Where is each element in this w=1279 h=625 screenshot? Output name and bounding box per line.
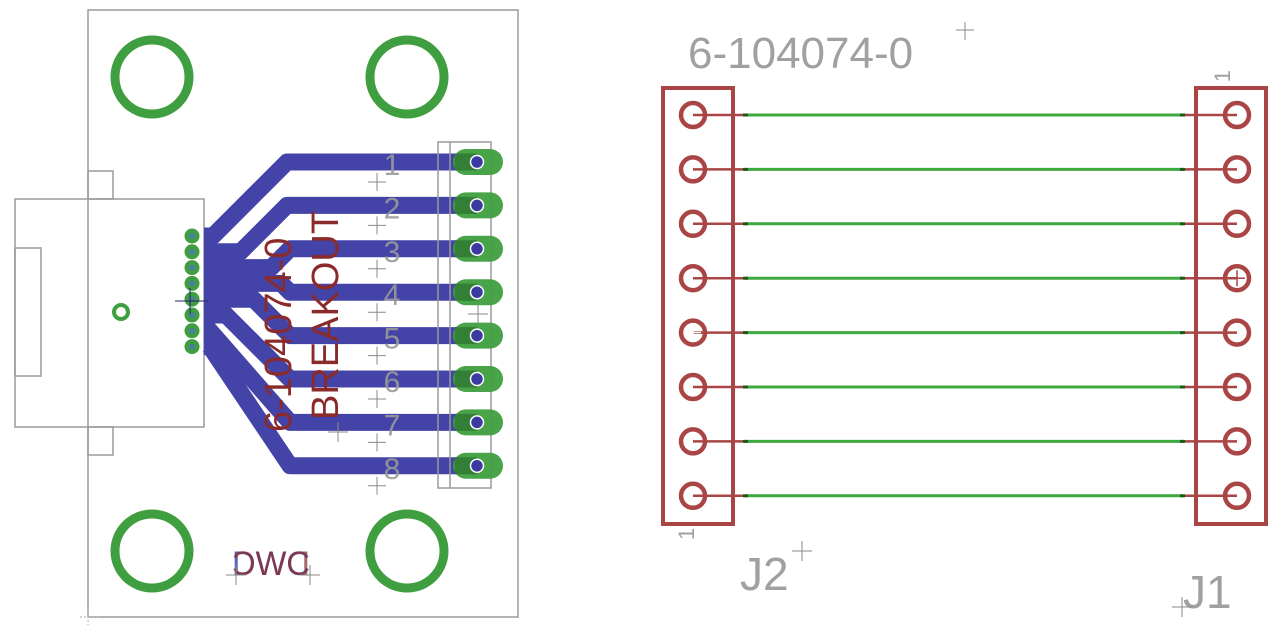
smd-pad-center: [189, 233, 195, 239]
j1-label-origin-cross: [1172, 597, 1192, 617]
j1-pin[interactable]: [1222, 263, 1252, 293]
board-outline: [87, 9, 519, 618]
logo-origin-marks: [226, 565, 320, 585]
header-drill: [469, 371, 485, 387]
j1-reference-label: J1: [1183, 566, 1232, 618]
header-pin-label: 3: [384, 236, 401, 269]
trace-group: [201, 153, 477, 475]
logo-top-layer: DWC: [232, 545, 310, 583]
connector-origin-cross: [175, 288, 208, 314]
mounting-hole-top-right[interactable]: [365, 35, 449, 119]
header-pin-label: 8: [384, 453, 401, 486]
pcb-trace[interactable]: [204, 153, 477, 245]
header-pin-label: 7: [384, 409, 401, 442]
j1-pin[interactable]: [1222, 209, 1252, 239]
header-pin-label: 4: [384, 279, 401, 312]
j1-pin[interactable]: [1222, 318, 1252, 347]
smd-pad-center: [189, 248, 195, 255]
schematic-net-row: [678, 155, 1252, 184]
j1-pin1-marker: 1: [1210, 70, 1235, 82]
header-drill: [469, 328, 485, 343]
part-value-origin-cross: [956, 22, 974, 40]
j2-pin1-marker: 1: [674, 528, 699, 540]
usb-connector-tab-bottom: [87, 426, 114, 456]
schematic-net-row: [678, 209, 1252, 239]
title-origin-cross: [328, 422, 348, 442]
pcb-trace[interactable]: [204, 306, 477, 388]
usb-connector-opening: [14, 247, 42, 377]
schematic-net-group: [678, 100, 1252, 511]
schematic-net-row: [678, 100, 1252, 130]
header-drill: [469, 415, 485, 430]
j1-pin[interactable]: [1222, 481, 1252, 511]
board-subtitle-silkscreen: BREAKOUT: [305, 211, 347, 420]
j2-symbol-body[interactable]: [661, 86, 735, 526]
header-pin-label: 6: [384, 366, 401, 399]
schematic-net-row: [678, 372, 1252, 402]
smd-pad-group: [184, 228, 200, 355]
header-drill: [469, 154, 485, 170]
header-pin-label: 5: [384, 323, 401, 356]
connector-peg-hole[interactable]: [112, 303, 130, 321]
header-drill: [469, 198, 485, 213]
pcb-trace[interactable]: [204, 274, 477, 301]
header-pin-label: 1: [384, 149, 401, 182]
mounting-hole-top-left[interactable]: [110, 35, 194, 119]
schematic-part-value: 6-104074-0: [688, 29, 913, 78]
schematic-net-row: [678, 427, 1252, 456]
schematic-net-row: [678, 263, 1252, 293]
j1-pin[interactable]: [1222, 372, 1252, 402]
header-drill: [469, 241, 485, 257]
pcb-trace[interactable]: [201, 338, 477, 475]
smd-pad-center: [189, 280, 195, 287]
logo-bottom-layer: DWC: [232, 545, 310, 583]
schematic: 6-104074-0 1 1 J2 J1: [661, 22, 1268, 618]
j1-pin[interactable]: [1222, 427, 1252, 456]
pcb-trace[interactable]: [201, 322, 477, 431]
header-pin-label-group: 1 2 3 4 5 6 7 8: [368, 149, 400, 495]
board-origin-mark: [80, 608, 98, 625]
pcb-trace[interactable]: [204, 196, 477, 261]
usb-connector-body: [14, 198, 205, 428]
header-drill: [469, 458, 485, 474]
usb-connector-tab-top: [87, 170, 114, 200]
schematic-net-row: [678, 318, 1252, 347]
header-drill: [469, 284, 485, 300]
header-origin-cross: [468, 304, 488, 324]
header-pad-group: [453, 149, 503, 479]
j1-symbol-body[interactable]: [1194, 86, 1268, 526]
board-title-silkscreen: 6-104074-0: [258, 238, 300, 432]
j2-origin-cross: [685, 324, 701, 341]
j2-reference-label: J2: [740, 548, 789, 600]
header-pin-label: 2: [384, 192, 401, 225]
smd-pad-center: [189, 343, 195, 350]
smd-pad-center: [189, 327, 195, 334]
schematic-net-row: [678, 481, 1252, 511]
pcb-trace[interactable]: [204, 240, 477, 277]
header-outline: [437, 141, 492, 489]
mounting-hole-bottom-left[interactable]: [110, 509, 194, 593]
j2-label-origin-cross: [792, 541, 812, 561]
mounting-hole-bottom-right[interactable]: [365, 509, 449, 593]
j1-pin[interactable]: [1222, 155, 1252, 184]
j1-origin-cross: [1229, 270, 1245, 287]
smd-pad-center: [189, 264, 195, 271]
pcb-trace[interactable]: [204, 290, 477, 345]
j1-pin[interactable]: [1222, 100, 1252, 130]
